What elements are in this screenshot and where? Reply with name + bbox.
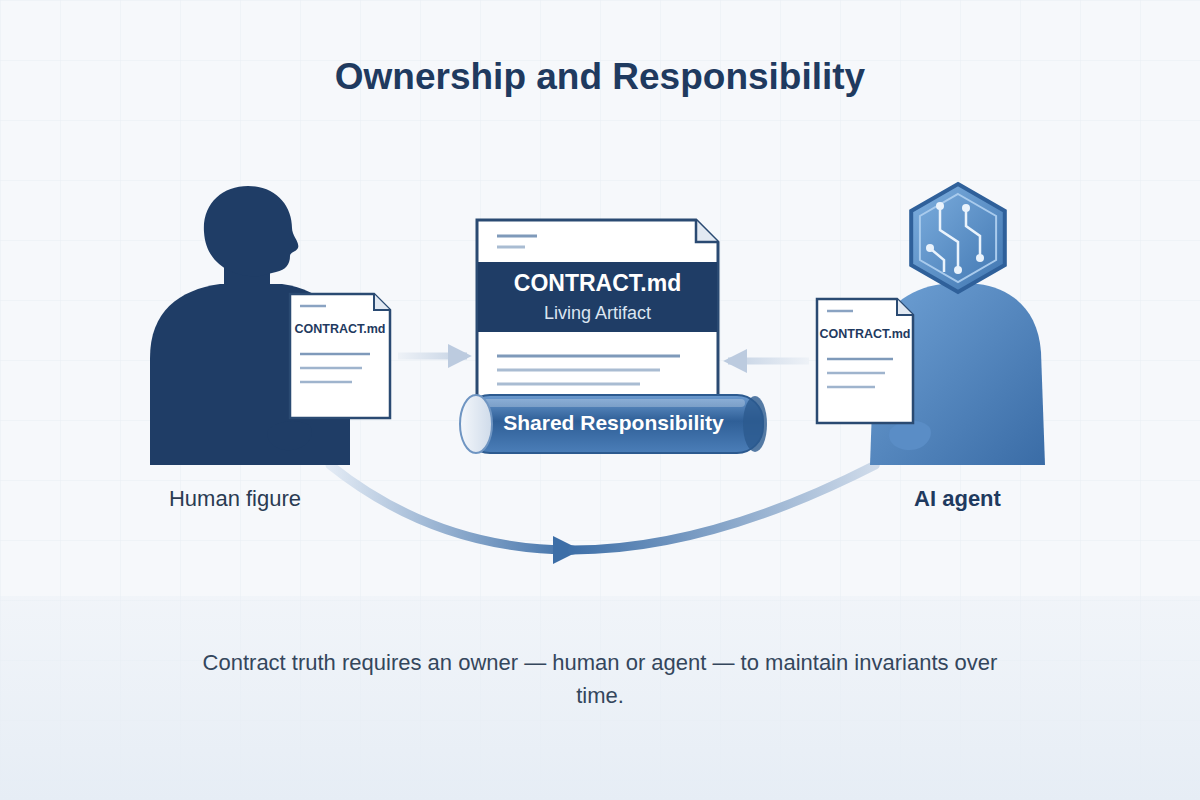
- connector: [398, 356, 467, 357]
- human-figure: Human figureCONTRACT.md: [150, 180, 350, 465]
- diagram-title: Ownership and Responsibility: [0, 56, 1200, 98]
- band-end: [743, 396, 767, 452]
- text-line: [497, 369, 660, 372]
- human-head: [204, 186, 298, 276]
- connector-curve: [330, 465, 573, 550]
- connector-arrow: [398, 353, 467, 360]
- document-title: CONTRACT.md: [288, 322, 392, 336]
- shared-band: Shared Responsibility: [452, 393, 775, 455]
- page-fold: [897, 299, 913, 315]
- contract-document: CONTRACT.md: [815, 297, 915, 425]
- text-line: [300, 367, 362, 370]
- figure-label: Human figure: [105, 486, 365, 512]
- band-end: [460, 395, 492, 453]
- contract-document: CONTRACT.md: [288, 292, 392, 420]
- ai-agent-figure: AI agentCONTRACT.md: [870, 180, 1045, 465]
- text-line: [300, 381, 352, 384]
- header-line: [827, 310, 853, 313]
- page-fold: [696, 220, 718, 242]
- document-shape: [288, 292, 392, 420]
- text-line: [827, 358, 893, 361]
- document-subtitle: Living Artifact: [475, 303, 720, 324]
- text-line: [827, 372, 885, 375]
- band-label: Shared Responsibility: [452, 411, 775, 435]
- header-line: [497, 246, 525, 249]
- header-line: [497, 235, 537, 238]
- caption-band: [0, 596, 1200, 800]
- agent-head-inner: [920, 194, 996, 282]
- page-outline: [290, 294, 390, 418]
- human-hand: [267, 421, 312, 450]
- document-title: CONTRACT.md: [815, 327, 915, 341]
- connector-curve: [573, 465, 876, 550]
- text-line: [827, 386, 875, 389]
- document-shape: [815, 297, 915, 425]
- document-title: CONTRACT.md: [475, 270, 720, 297]
- connector: [728, 361, 809, 362]
- text-line: [497, 383, 640, 386]
- header-line: [300, 305, 326, 308]
- page-outline: [817, 299, 913, 423]
- agent-head: [911, 184, 1005, 292]
- text-line: [497, 355, 680, 358]
- circuit-nodes: [926, 202, 984, 274]
- text-line: [300, 353, 370, 356]
- agent-hand: [889, 421, 931, 450]
- page-fold: [374, 294, 390, 310]
- band-shine: [482, 399, 745, 407]
- figure-label: AI agent: [825, 486, 1090, 512]
- connector: [330, 465, 875, 550]
- circuit-lines: [932, 208, 980, 272]
- diagram-caption: Contract truth requires an owner — human…: [200, 646, 1000, 712]
- connector-arrow: [728, 358, 809, 365]
